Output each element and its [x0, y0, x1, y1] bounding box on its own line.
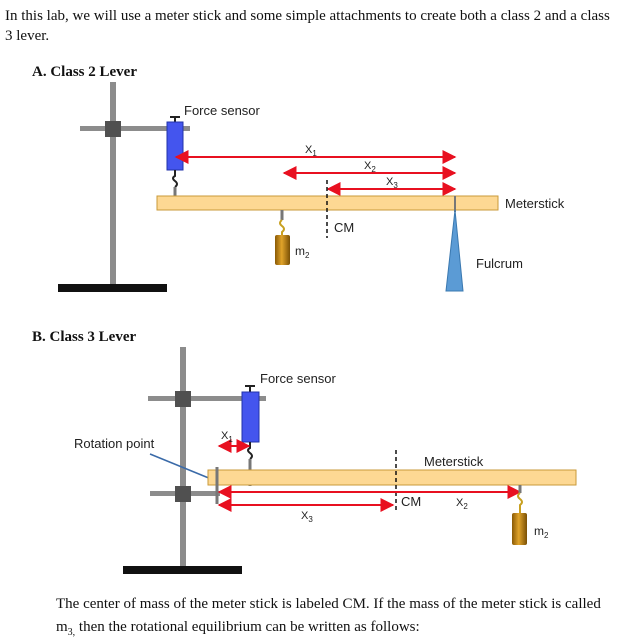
stand-base [58, 284, 167, 292]
svg-text:m2: m2 [534, 524, 549, 540]
intro-paragraph: In this lab, we will use a meter stick a… [5, 8, 610, 44]
meterstick [207, 469, 577, 486]
section-b-heading: B. Class 3 Lever [32, 329, 137, 345]
cm-label: CM [401, 494, 421, 509]
svg-text:X1: X1 [305, 144, 317, 158]
m2-label: m [534, 524, 544, 538]
force-sensor-label: Force sensor [260, 371, 337, 386]
stand-pole [180, 347, 186, 567]
section-a-heading: A. Class 2 Lever [32, 64, 137, 80]
stand-clamp [105, 121, 121, 137]
class2-diagram: Force sensor X1 X2 X3 Meterstick CM m2 F… [58, 82, 565, 292]
x2-label: X [364, 160, 372, 172]
m2-label: m [295, 244, 305, 258]
x3-label: X [386, 176, 394, 188]
svg-text:X3: X3 [386, 176, 398, 190]
mass-m2 [275, 235, 290, 265]
stand-pole [110, 82, 116, 288]
rotation-point-pointer [149, 453, 217, 482]
force-sensor [241, 391, 260, 443]
stand-base [123, 566, 242, 574]
stand-upper-crossbar [148, 396, 266, 401]
class3-diagram: Force sensor X1 Rotation point Meterstic… [74, 347, 577, 574]
fulcrum [445, 209, 464, 292]
svg-text:X1: X1 [221, 430, 233, 444]
mass-hook [279, 219, 285, 235]
svg-text:m2: m2 [295, 244, 310, 260]
force-sensor [166, 121, 184, 171]
cm-label: CM [334, 220, 354, 235]
sensor-hook [247, 442, 253, 460]
sensor-hook [172, 170, 178, 188]
force-sensor-label: Force sensor [184, 103, 261, 118]
svg-text:X2: X2 [364, 160, 376, 174]
stand-upper-clamp [175, 391, 191, 407]
outro-paragraph: The center of mass of the meter stick is… [56, 596, 601, 638]
x1-label: X [305, 144, 313, 156]
fulcrum-label: Fulcrum [476, 256, 523, 271]
meterstick-label: Meterstick [424, 454, 484, 469]
x1-label: X [221, 430, 229, 442]
mass-m2 [512, 513, 527, 545]
x3-label: X [301, 510, 309, 522]
svg-text:X3: X3 [301, 510, 313, 524]
mass-hook [517, 492, 523, 513]
meterstick-label: Meterstick [505, 196, 565, 211]
stand-lower-clamp [175, 486, 191, 502]
svg-text:X2: X2 [456, 497, 468, 511]
rotation-point-label: Rotation point [74, 436, 155, 451]
x2-label: X [456, 497, 464, 509]
stand-crossbar [80, 126, 190, 131]
